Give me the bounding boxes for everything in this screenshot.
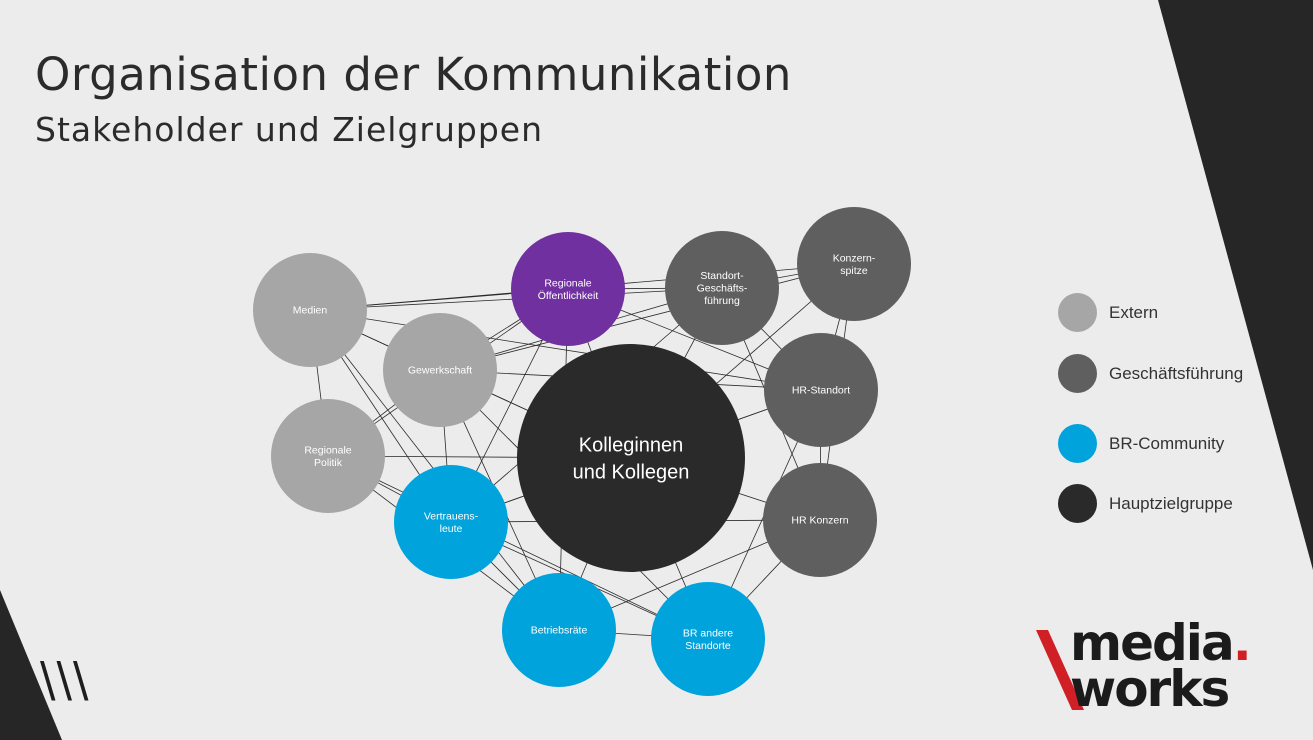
node-circle-konzernspitze (797, 207, 911, 321)
legend-label: Hauptzielgruppe (1109, 494, 1233, 513)
node-label-kolleginnen: Kolleginnen (579, 435, 684, 457)
node-circle-regionale_oeffentlichkeit (511, 232, 625, 346)
network-nodes: MedienGewerkschaftRegionalePolitikRegion… (253, 207, 911, 696)
node-label-gewerkschaft: Gewerkschaft (408, 365, 472, 377)
legend-item-br-community: BR-Community (1058, 424, 1298, 464)
legend-dot-extern (1058, 293, 1097, 332)
node-label-standort_gf: führung (704, 295, 740, 307)
bottom-left-dark-shape (0, 590, 62, 740)
node-label-regionale_oeffentlichkeit: Regionale (544, 277, 591, 289)
node-label-regionale_politik: Regionale (304, 444, 351, 456)
legend-label: Extern (1109, 303, 1159, 322)
legend-item-hauptzielgruppe: Hauptzielgruppe (1058, 484, 1298, 524)
node-circle-medien (253, 253, 367, 367)
node-medien: Medien (253, 253, 367, 367)
node-label-kolleginnen: und Kollegen (573, 462, 690, 484)
node-label-regionale_politik: Politik (314, 457, 343, 469)
node-label-vertrauensleute: Vertrauens- (424, 510, 479, 522)
node-gewerkschaft: Gewerkschaft (383, 313, 497, 427)
node-konzernspitze: Konzern-spitze (797, 207, 911, 321)
node-circle-regionale_politik (271, 399, 385, 513)
legend-dot-br-community (1058, 424, 1097, 463)
edge-konzernspitze-gewerkschaft (439, 263, 855, 371)
node-label-regionale_oeffentlichkeit: Öffentlichkeit (538, 290, 599, 302)
node-label-br_andere: BR andere (683, 627, 733, 639)
logo-word-media: media (1070, 614, 1235, 672)
node-label-konzernspitze: Konzern- (833, 252, 876, 264)
legend-dot-geschaeftsfuehrung (1058, 354, 1097, 393)
legend-item-geschaeftsfuehrung: Geschäftsführung (1058, 354, 1298, 394)
node-label-hr_standort: HR-Standort (792, 385, 850, 397)
node-label-vertrauensleute: leute (440, 523, 463, 535)
node-label-medien: Medien (293, 305, 328, 317)
slashes-mark: \\\ (40, 650, 90, 708)
logo-text-media: media. (1070, 618, 1252, 668)
node-label-standort_gf: Geschäfts- (697, 283, 748, 295)
node-circle-vertrauensleute (394, 465, 508, 579)
node-circle-betriebsraete (502, 573, 616, 687)
top-right-dark-shape (1158, 0, 1313, 570)
node-circle-hr_standort (764, 333, 878, 447)
legend-item-extern: Extern (1058, 293, 1298, 333)
node-vertrauensleute: Vertrauens-leute (394, 465, 508, 579)
logo-slash-mark (1036, 630, 1084, 710)
node-label-betriebsraete: Betriebsräte (531, 625, 588, 637)
node-circle-kolleginnen (517, 344, 745, 572)
edge-br_andere-regionale_politik (327, 455, 709, 640)
mediaworks-logo: media. works (1032, 616, 1292, 716)
node-kolleginnen: Kolleginnen und Kollegen (517, 344, 745, 572)
node-circle-hr_konzern (763, 463, 877, 577)
node-hr_konzern: HR Konzern (763, 463, 877, 577)
node-hr_standort: HR-Standort (764, 333, 878, 447)
legend: Extern Geschäftsführung BR-Community Hau… (1058, 293, 1298, 533)
node-label-hr_konzern: HR Konzern (791, 515, 848, 527)
logo-dot: . (1232, 614, 1252, 672)
legend-label: BR-Community (1109, 434, 1225, 453)
node-circle-standort_gf (665, 231, 779, 345)
node-circle-gewerkschaft (383, 313, 497, 427)
legend-dot-hauptzielgruppe (1058, 484, 1097, 523)
node-label-konzernspitze: spitze (840, 265, 868, 277)
node-label-br_andere: Standorte (685, 640, 731, 652)
node-label-standort_gf: Standort- (700, 270, 744, 282)
node-circle-br_andere (651, 582, 765, 696)
logo-text-works: works (1070, 660, 1230, 718)
edge-medien-hr_standort (309, 309, 822, 391)
node-betriebsraete: Betriebsräte (502, 573, 616, 687)
node-standort_gf: Standort-Geschäfts-führung (665, 231, 779, 345)
page-title: Organisation der Kommunikation (35, 48, 792, 101)
legend-label: Geschäftsführung (1109, 364, 1244, 383)
page-subtitle: Stakeholder und Zielgruppen (35, 110, 543, 149)
